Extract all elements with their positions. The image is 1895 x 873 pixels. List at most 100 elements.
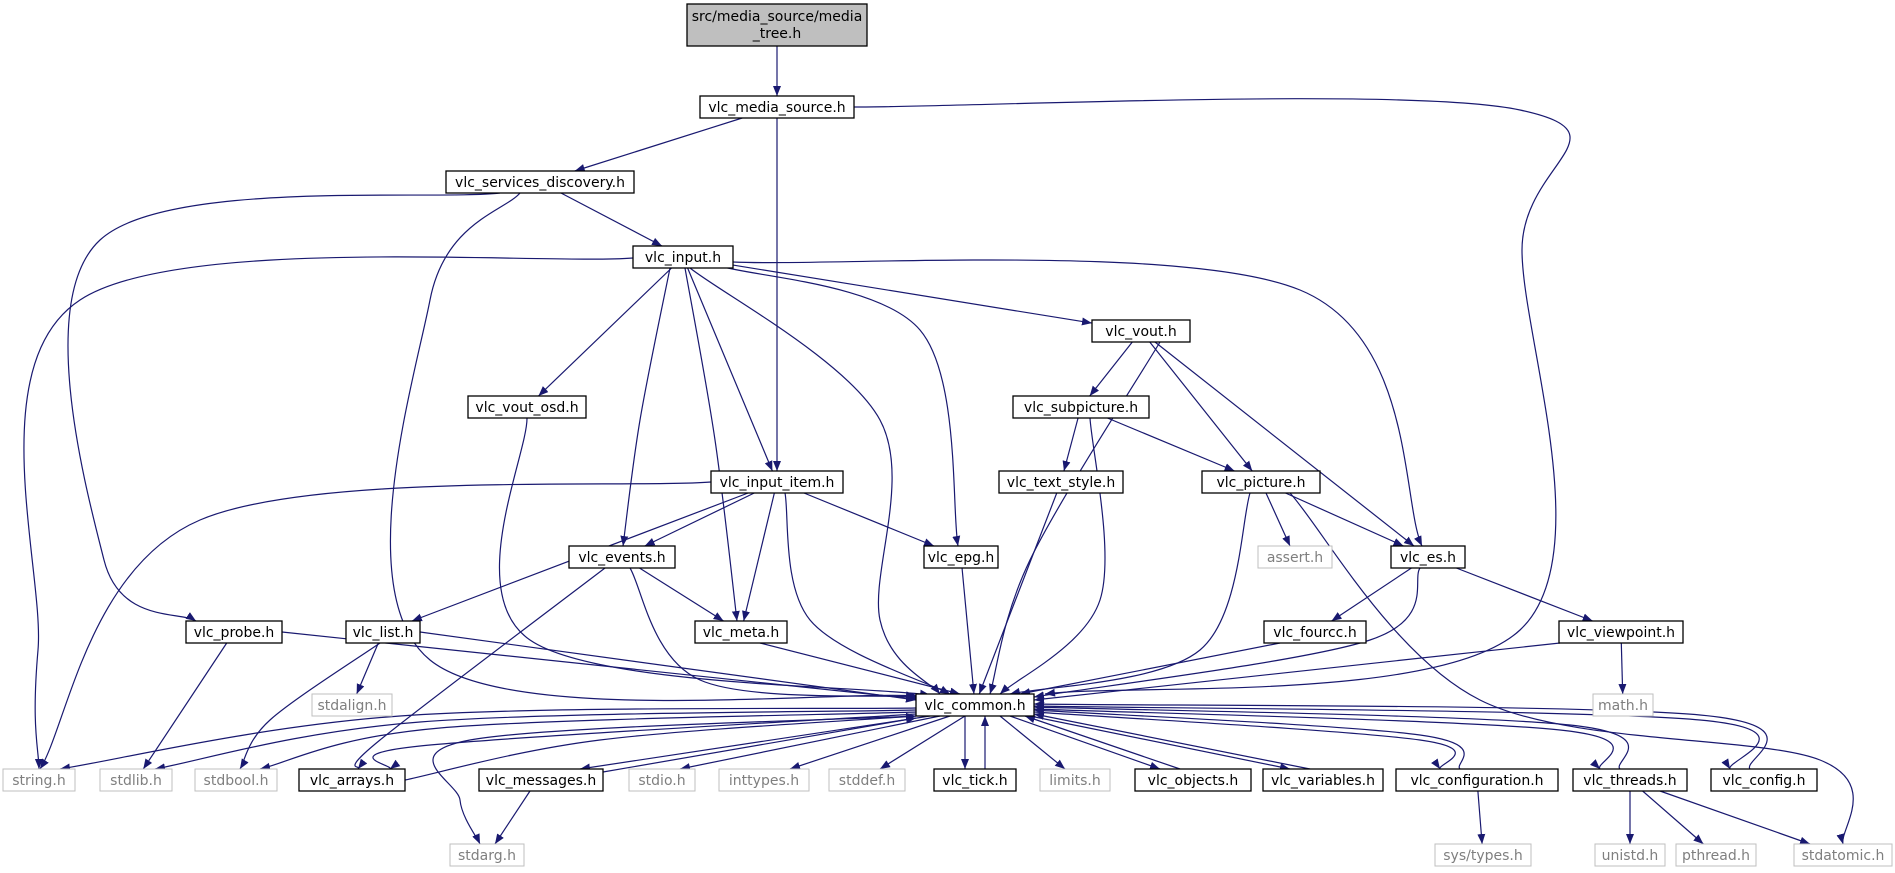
node-label: vlc_probe.h (194, 625, 275, 641)
edge-vlc-vout-to-vlc-picture (1149, 341, 1253, 472)
edge-vlc-events-to-vlc-arrays (354, 567, 606, 770)
node-vlc-services-discovery[interactable]: vlc_services_discovery.h (445, 170, 635, 194)
node-string: string.h (2, 768, 76, 792)
node-label: vlc_input.h (645, 250, 721, 266)
edge-vlc-media-source-to-vlc-services-discovery (574, 117, 743, 172)
node-vlc-input[interactable]: vlc_input.h (632, 245, 734, 269)
edge-vlc-subpicture-to-vlc-picture (1107, 417, 1235, 472)
node-layer: src/media_source/media_tree.h vlc_media_s… (2, 3, 1893, 867)
node-vlc-events[interactable]: vlc_events.h (568, 545, 676, 569)
edge-vlc-picture-to-assert (1265, 492, 1291, 547)
edge-vlc-common-to-stdbool (259, 711, 917, 771)
edge-vlc-picture-to-vlc-common (1009, 492, 1251, 696)
node-label: stdlib.h (110, 773, 162, 789)
node-label: pthread.h (1682, 848, 1750, 864)
edge-vlc-input-to-vlc-input-item (687, 267, 773, 472)
node-vlc-viewpoint[interactable]: vlc_viewpoint.h (1558, 620, 1684, 644)
node-vlc-input-item[interactable]: vlc_input_item.h (710, 470, 844, 494)
node-label: stdalign.h (317, 698, 386, 714)
node-label: vlc_input_item.h (720, 475, 835, 491)
edge-vlc-list-to-stdalign (356, 642, 379, 695)
node-label: vlc_common.h (924, 698, 1025, 714)
edge-vlc-es-to-vlc-common (1033, 567, 1421, 700)
edge-vlc-list-to-stdbool (239, 642, 381, 770)
edge-vlc-input-to-vlc-vout (732, 264, 1093, 326)
node-vlc-meta[interactable]: vlc_meta.h (694, 620, 788, 644)
node-label: vlc_vout_osd.h (475, 400, 578, 416)
node-label: vlc_arrays.h (310, 773, 394, 789)
node-vlc-picture[interactable]: vlc_picture.h (1201, 470, 1321, 494)
node-label: vlc_events.h (578, 550, 665, 566)
node-root[interactable]: src/media_source/media_tree.h (686, 3, 868, 47)
edge-vlc-common-to-vlc-objects (1009, 715, 1161, 770)
node-label-line1: src/media_source/media (692, 9, 863, 25)
edge-vlc-services-discovery-to-vlc-common (389, 192, 917, 702)
node-vlc-tick[interactable]: vlc_tick.h (933, 768, 1017, 792)
node-vlc-configuration[interactable]: vlc_configuration.h (1395, 768, 1559, 792)
node-vlc-text-style[interactable]: vlc_text_style.h (998, 470, 1124, 494)
node-vlc-vout-osd[interactable]: vlc_vout_osd.h (467, 395, 587, 419)
node-vlc-list[interactable]: vlc_list.h (345, 620, 421, 644)
node-label: stdarg.h (458, 848, 516, 864)
node-label: vlc_tick.h (942, 773, 1007, 789)
node-label: vlc_configuration.h (1410, 773, 1543, 789)
edge-vlc-picture-to-vlc-es (1285, 492, 1404, 547)
node-label: vlc_vout.h (1105, 324, 1176, 340)
node-vlc-threads[interactable]: vlc_threads.h (1572, 768, 1688, 792)
node-label: vlc_epg.h (928, 550, 995, 566)
edge-vlc-vout-to-vlc-common (989, 341, 1161, 695)
node-unistd: unistd.h (1594, 843, 1666, 867)
edge-vlc-input-to-vlc-meta (684, 267, 740, 622)
node-vlc-messages[interactable]: vlc_messages.h (478, 768, 604, 792)
node-label: stdio.h (638, 773, 685, 789)
node-label: stdbool.h (204, 773, 269, 789)
edge-vlc-vout-osd-to-vlc-common (498, 417, 931, 698)
edge-vlc-list-to-vlc-common (419, 631, 917, 703)
edge-vlc-common-to-stdarg (432, 715, 917, 845)
edge-vlc-vout-to-vlc-es (1154, 341, 1415, 547)
node-inttypes: inttypes.h (718, 768, 810, 792)
node-vlc-arrays[interactable]: vlc_arrays.h (298, 768, 406, 792)
node-label: sys/types.h (1443, 848, 1522, 864)
node-vlc-vout[interactable]: vlc_vout.h (1091, 319, 1191, 343)
edge-vlc-common-to-vlc-threads (1033, 708, 1614, 770)
edge-vlc-variables-to-vlc-common (1033, 712, 1311, 770)
edge-vlc-input-item-to-vlc-meta (742, 492, 775, 622)
node-vlc-config[interactable]: vlc_config.h (1710, 768, 1818, 792)
node-label: vlc_fourcc.h (1273, 625, 1356, 641)
edge-vlc-messages-to-vlc-common (602, 715, 917, 773)
edge-vlc-events-to-vlc-common (629, 567, 921, 701)
edge-vlc-messages-to-stdarg (494, 790, 531, 845)
node-vlc-probe[interactable]: vlc_probe.h (185, 620, 283, 644)
node-stdalign: stdalign.h (311, 693, 393, 717)
edge-vlc-common-to-vlc-variables (1029, 715, 1291, 771)
node-label-line2: _tree.h (752, 26, 802, 42)
node-vlc-media-source[interactable]: vlc_media_source.h (699, 95, 855, 119)
node-vlc-epg[interactable]: vlc_epg.h (923, 545, 999, 569)
node-sys-types: sys/types.h (1434, 843, 1532, 867)
edge-vlc-common-to-limits (999, 715, 1066, 770)
edge-vlc-input-to-vlc-vout-osd (538, 267, 672, 397)
node-vlc-objects[interactable]: vlc_objects.h (1134, 768, 1252, 792)
node-label: vlc_list.h (353, 625, 414, 641)
edge-vlc-common-to-inttypes (789, 715, 951, 770)
node-vlc-es[interactable]: vlc_es.h (1390, 545, 1466, 569)
edge-vlc-es-to-vlc-fourcc (1331, 567, 1412, 622)
edge-vlc-meta-to-vlc-common (759, 642, 961, 696)
node-vlc-common[interactable]: vlc_common.h (915, 693, 1035, 717)
node-stdbool: stdbool.h (194, 768, 278, 792)
node-math: math.h (1592, 693, 1654, 717)
node-stdarg: stdarg.h (449, 843, 525, 867)
edge-vlc-vout-to-vlc-subpicture (1089, 341, 1133, 397)
edge-vlc-probe-to-stdlib (142, 642, 228, 770)
node-label: vlc_objects.h (1148, 773, 1239, 789)
node-vlc-variables[interactable]: vlc_variables.h (1262, 768, 1384, 792)
edge-vlc-picture-to-stdatomic (1289, 492, 1854, 845)
node-vlc-fourcc[interactable]: vlc_fourcc.h (1263, 620, 1367, 644)
node-pthread: pthread.h (1675, 843, 1757, 867)
edge-vlc-input-to-vlc-events (620, 267, 671, 547)
node-stdatomic: stdatomic.h (1793, 843, 1893, 867)
edge-vlc-subpicture-to-vlc-common (999, 417, 1106, 695)
node-vlc-subpicture[interactable]: vlc_subpicture.h (1012, 395, 1150, 419)
node-label: vlc_services_discovery.h (455, 175, 625, 191)
